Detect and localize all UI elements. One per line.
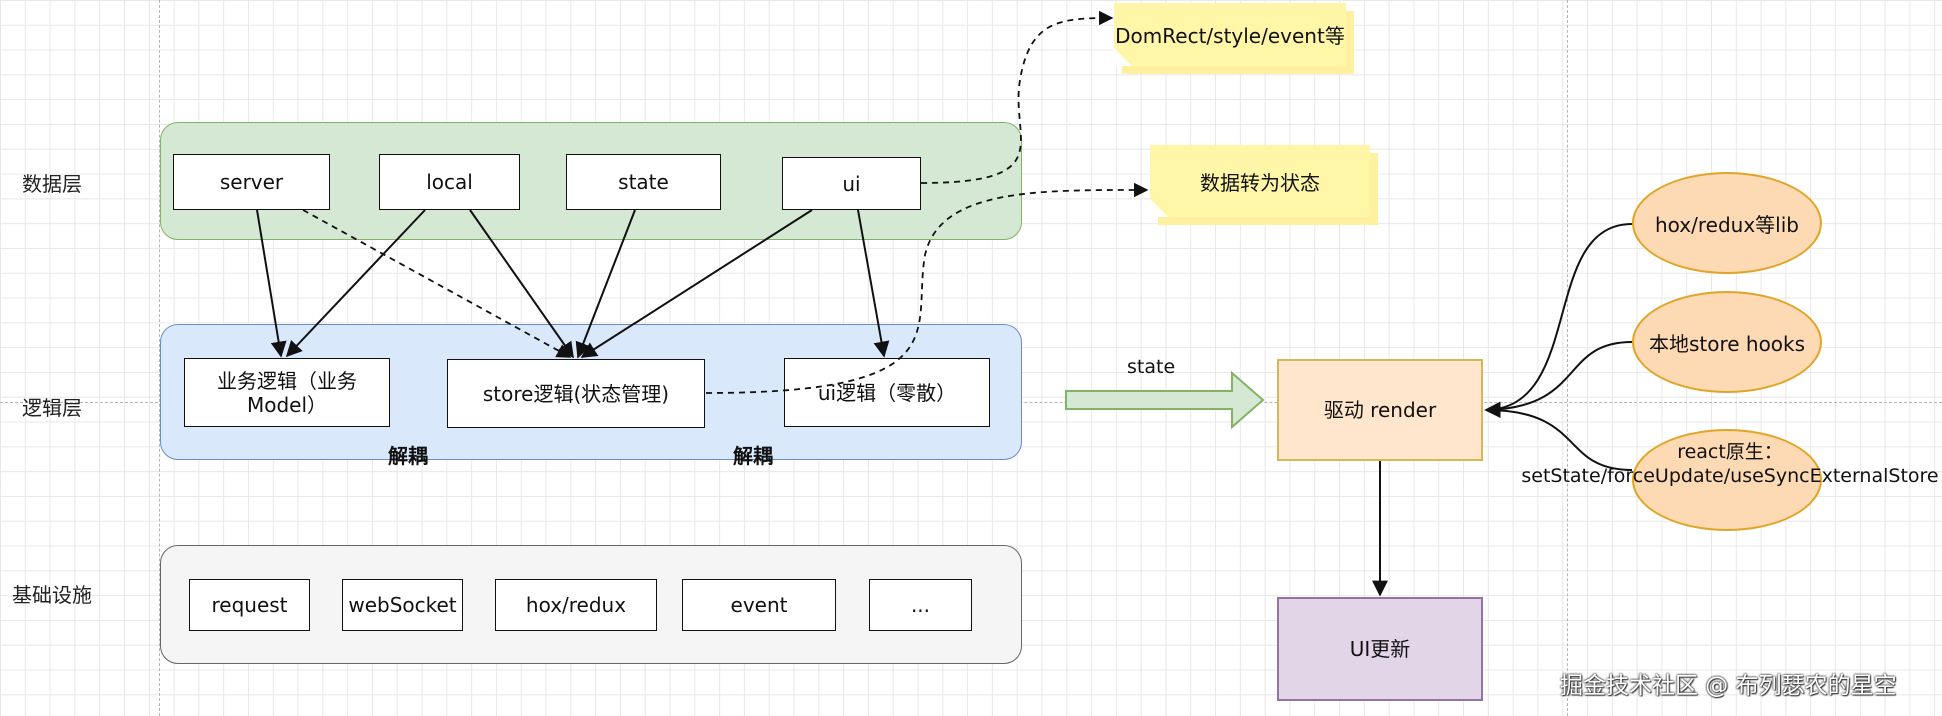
ui-update-box[interactable]: UI更新 (1277, 597, 1483, 701)
business-logic-box[interactable]: 业务逻辑（业务Model） (184, 358, 390, 427)
state-arrow-label: state (1127, 356, 1176, 378)
render-box[interactable]: 驱动 render (1277, 359, 1483, 461)
arrow-local-to-business (285, 209, 426, 358)
arrow-hooks-to-render (1484, 341, 1633, 418)
infra-websocket-box[interactable]: webSocket (342, 579, 463, 631)
decouple-label-1: 解耦 (388, 444, 428, 468)
lib-react-native-ellipse[interactable] (1632, 429, 1822, 531)
watermark-text: 掘金技术社区 @ 布列瑟农的星空 (1560, 673, 1897, 699)
infra-event-box[interactable]: event (682, 579, 836, 631)
note-data-to-state: 数据转为状态 (1150, 145, 1370, 217)
vertical-guide-left (159, 0, 160, 716)
lib-local-store-hooks-ellipse[interactable]: 本地store hooks (1632, 291, 1822, 393)
state-box[interactable]: state (566, 154, 721, 210)
ui-logic-box[interactable]: ui逻辑（零散） (784, 358, 990, 427)
arrow-ui-to-ui-logic (857, 209, 890, 358)
server-box[interactable]: server (173, 154, 330, 210)
dashed-ui-to-domrect-note (920, 10, 1114, 184)
dashed-store-to-convert-note (705, 182, 1149, 394)
ui-box[interactable]: ui (782, 157, 921, 210)
react-native-label-line1: react原生： (1677, 441, 1783, 463)
dashed-server-to-store (302, 209, 572, 358)
arrow-server-to-business (256, 209, 287, 358)
layer-label-logic: 逻辑层 (22, 396, 82, 420)
vertical-guide-right (1567, 0, 1568, 716)
infra-request-box[interactable]: request (189, 579, 310, 631)
infra-hox-redux-box[interactable]: hox/redux (495, 579, 657, 631)
arrow-react-to-render (1484, 402, 1633, 471)
layer-label-infra: 基础设施 (12, 583, 92, 607)
infra-more-box[interactable]: ... (869, 579, 972, 631)
arrow-local-to-store (469, 209, 574, 359)
store-logic-box[interactable]: store逻辑(状态管理) (447, 359, 705, 428)
decouple-label-2: 解耦 (733, 444, 773, 468)
arrow-state-to-store (575, 209, 636, 359)
local-box[interactable]: local (379, 154, 520, 210)
layer-label-data: 数据层 (22, 172, 82, 196)
lib-hox-redux-ellipse[interactable]: hox/redux等lib (1632, 172, 1822, 274)
arrow-ui-to-store (580, 209, 813, 358)
note-domrect: DomRect/style/event等 (1114, 3, 1346, 66)
arrow-hox-to-render (1484, 223, 1633, 418)
state-flow-arrow (1065, 370, 1265, 430)
